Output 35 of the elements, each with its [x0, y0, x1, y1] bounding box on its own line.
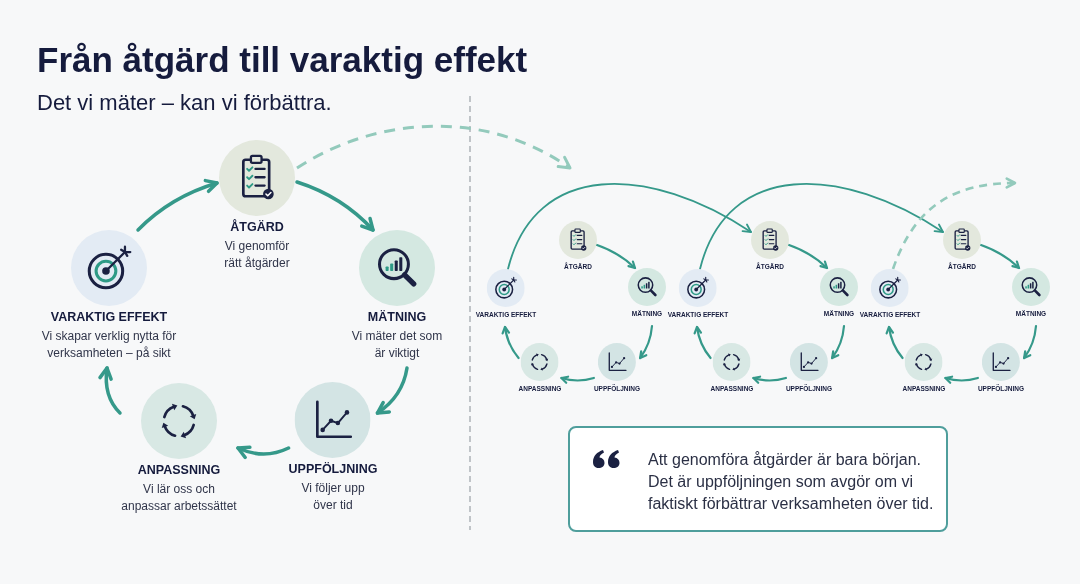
arrow — [639, 324, 654, 360]
arrow — [787, 243, 829, 270]
arrow — [1023, 324, 1038, 360]
step-title: ANPASSNING — [137, 463, 221, 478]
arrow — [236, 445, 291, 459]
subtitle: Det vi mäter – kan vi förbättra. — [37, 90, 332, 116]
step-description: Vi följer upp över tid — [300, 480, 366, 514]
arrow — [831, 324, 846, 360]
dashed-arrow — [296, 124, 572, 170]
arrow — [98, 366, 122, 415]
step-title: UPPFÖLJNING — [288, 462, 378, 477]
step-title: MÄTNING — [367, 310, 427, 325]
arrow — [136, 179, 219, 232]
arrow — [560, 375, 595, 384]
quote-box — [568, 426, 948, 532]
arrow — [979, 243, 1021, 270]
step-title: VARAKTIG EFFEKT — [50, 310, 168, 325]
arrow — [885, 325, 904, 360]
arrow — [699, 183, 944, 270]
dashed-arrow — [891, 177, 1017, 270]
arrow — [595, 243, 637, 270]
step-description: Vi genomför rätt åtgärder — [223, 238, 291, 272]
arrow — [752, 375, 787, 384]
step-description: Vi lär oss och anpassar arbetssättet — [120, 481, 238, 515]
arrow — [501, 325, 520, 360]
title: Från åtgärd till varaktig effekt — [37, 39, 528, 81]
step-title: ÅTGÄRD — [230, 220, 284, 235]
arrow — [693, 325, 712, 360]
arrow — [944, 375, 979, 384]
quote-text: Att genomföra åtgärder är bara början. Det är uppföljningen som avgör om vi faktiskt förbättrar verksamheten över tid. — [648, 450, 935, 514]
arrow — [507, 183, 752, 270]
arrow — [375, 366, 409, 415]
arrow — [295, 180, 375, 232]
step-description: Vi mäter det som är viktigt — [350, 328, 444, 362]
step-description: Vi skapar verklig nytta för verksamheten – på sikt — [40, 328, 178, 362]
